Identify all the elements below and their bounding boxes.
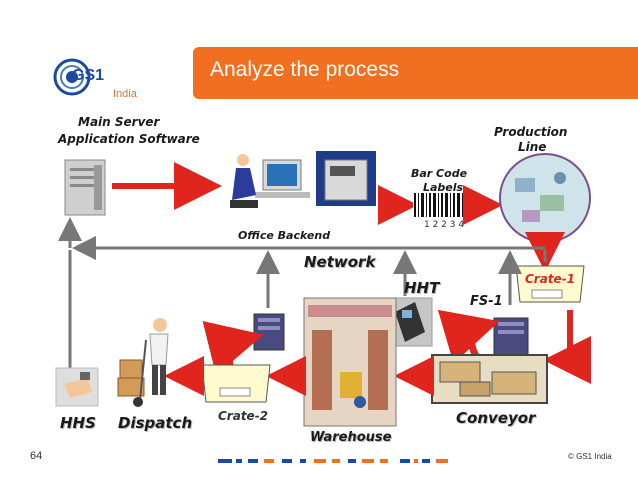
printer-icon xyxy=(316,151,376,206)
label-crate2: Crate-2 xyxy=(218,409,269,423)
label-fs1: FS-1 xyxy=(470,294,503,309)
crate2-icon xyxy=(201,364,271,403)
logo-country: India xyxy=(113,88,137,100)
label-dispatch: Dispatch xyxy=(118,414,193,432)
label-barcode-digits: 1 2 2 3 4 xyxy=(424,220,465,230)
hhs-scanner-icon xyxy=(55,367,99,407)
warehouse-icon xyxy=(303,297,397,427)
conveyor-icon xyxy=(431,354,548,404)
warehouse-computer-icon xyxy=(253,313,285,351)
production-line-icon xyxy=(499,153,591,243)
label-conveyor: Conveyor xyxy=(456,409,536,427)
label-production: Production xyxy=(494,125,568,139)
label-line: Line xyxy=(518,140,547,154)
crate1-icon xyxy=(515,265,585,303)
label-hht: HHT xyxy=(404,279,440,297)
label-hhs: HHS xyxy=(60,414,96,432)
label-labels: Labels xyxy=(423,181,464,194)
label-warehouse: Warehouse xyxy=(310,430,392,445)
gs1-logo: GS1 India xyxy=(50,55,140,105)
fs1-computer-icon xyxy=(493,317,529,357)
label-main-server: Main Server xyxy=(78,115,160,129)
label-application-software: Application Software xyxy=(58,132,200,146)
copyright: © GS1 India xyxy=(568,452,612,461)
dispatch-person-icon xyxy=(117,318,169,407)
label-crate1: Crate-1 xyxy=(525,272,576,286)
main-server-icon xyxy=(64,159,106,216)
page-title: Analyze the process xyxy=(210,58,400,81)
network-lines xyxy=(58,217,547,368)
page-number: 64 xyxy=(30,450,43,462)
label-bar-code: Bar Code xyxy=(411,167,468,180)
barcode-icon xyxy=(413,193,468,219)
gs1-logo-icon xyxy=(53,58,91,96)
title-bar xyxy=(193,47,638,99)
label-office-backend: Office Backend xyxy=(238,229,331,242)
logo-text: GS1 xyxy=(72,67,105,84)
label-network: Network xyxy=(304,253,376,271)
arrow-crate1-to-conveyor xyxy=(543,310,591,384)
office-backend-icon xyxy=(230,154,310,208)
